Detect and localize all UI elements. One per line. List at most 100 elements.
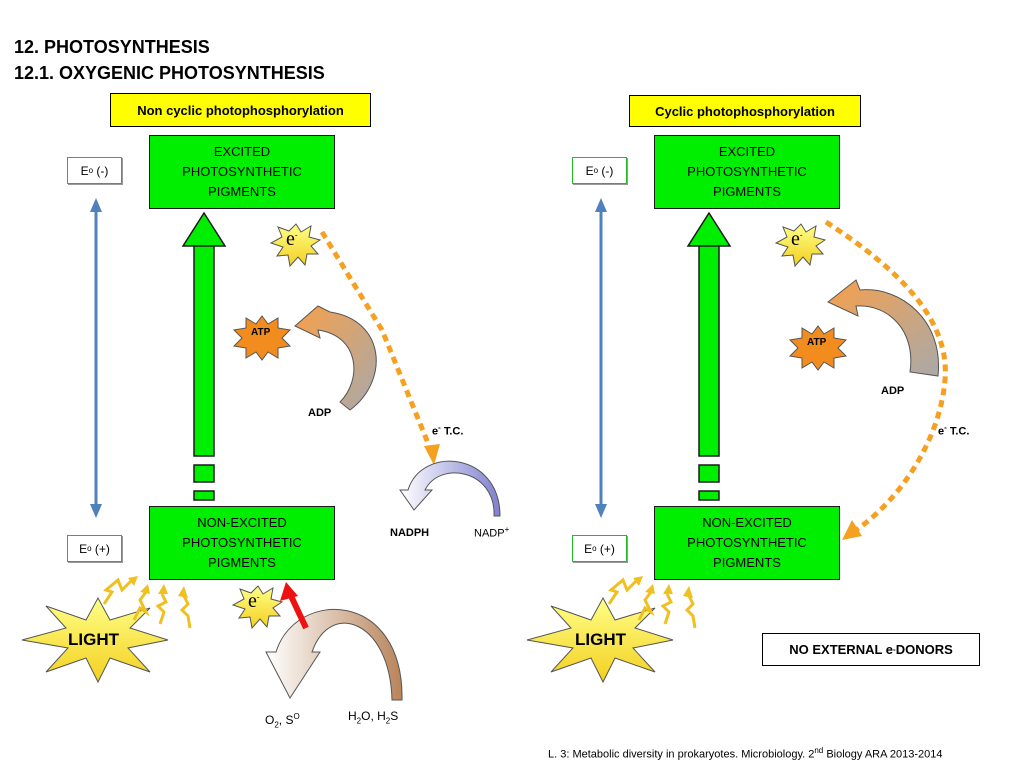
electron-label-bottom-left: e- bbox=[248, 590, 260, 613]
eo-prefix: E bbox=[584, 541, 593, 556]
water-split-arrow-left bbox=[265, 608, 403, 701]
noncyclic-header: Non cyclic photophosphorylation bbox=[110, 93, 371, 127]
no-donors-sup: - bbox=[893, 645, 896, 654]
atp-star-right bbox=[788, 325, 848, 371]
atp-label-right: ATP bbox=[807, 337, 827, 348]
adp-label-left: ADP bbox=[308, 407, 332, 419]
red-electron-arrow-left bbox=[280, 582, 309, 630]
electron-letter: e bbox=[248, 590, 257, 612]
excited-pigments-box-right: EXCITED PHOTOSYNTHETIC PIGMENTS bbox=[654, 135, 840, 209]
oxygen-sulfur-label: O2, SO bbox=[265, 712, 300, 729]
light-star-left bbox=[21, 596, 169, 684]
excited-pigments-box-left: EXCITED PHOTOSYNTHETIC PIGMENTS bbox=[149, 135, 335, 209]
eo-sup: o bbox=[87, 544, 92, 553]
electron-sup: - bbox=[799, 230, 803, 240]
etc-suffix: T.C. bbox=[440, 425, 464, 438]
etc-suffix: T.C. bbox=[946, 425, 970, 438]
etc-sup: - bbox=[438, 423, 441, 432]
nadph-label: NADPH bbox=[390, 527, 430, 539]
atp-label-left: ATP bbox=[251, 327, 271, 338]
adp-atp-arrow-left bbox=[294, 305, 377, 411]
footer-a: L. 3: Metabolic diversity in prokaryotes… bbox=[548, 748, 815, 761]
etc-prefix: e bbox=[432, 425, 439, 438]
eo-sup: o bbox=[593, 166, 599, 175]
light-label-left: LIGHT bbox=[68, 630, 119, 649]
nadp-sup: + bbox=[504, 525, 510, 534]
title-line-1: 12. PHOTOSYNTHESIS bbox=[14, 37, 210, 57]
h2o-sub2: 2 bbox=[385, 716, 391, 726]
electron-star-top-left bbox=[269, 223, 322, 268]
etc-prefix: e bbox=[938, 425, 945, 438]
nonexcited-line-2: PHOTOSYNTHETIC bbox=[687, 535, 807, 550]
footer-citation: L. 3: Metabolic diversity in prokaryotes… bbox=[548, 746, 943, 761]
electron-letter: e bbox=[286, 228, 295, 250]
footer-b: Biology ARA 2013-2014 bbox=[823, 748, 943, 761]
nonexcited-pigments-box-right: NON-EXCITED PHOTOSYNTHETIC PIGMENTS bbox=[654, 506, 840, 580]
excited-line-2: PHOTOSYNTHETIC bbox=[687, 164, 807, 179]
energy-scale-arrow-left bbox=[90, 198, 102, 518]
o2-sub: 2 bbox=[274, 720, 279, 730]
h2o-a: H bbox=[348, 709, 357, 723]
light-rays-right bbox=[607, 576, 697, 629]
eo-plus: (+) bbox=[599, 541, 615, 556]
excited-line-1: EXCITED bbox=[213, 144, 271, 159]
nonexcited-line-1: NON-EXCITED bbox=[197, 515, 287, 530]
excited-line-2: PHOTOSYNTHETIC bbox=[182, 164, 302, 179]
no-donors-a: NO EXTERNAL e bbox=[789, 642, 894, 657]
nonexcited-line-3: PIGMENTS bbox=[713, 555, 781, 570]
excited-line-1: EXCITED bbox=[718, 144, 776, 159]
cyclic-header: Cyclic photophosphorylation bbox=[629, 95, 861, 127]
energy-scale-arrow-right bbox=[595, 198, 607, 518]
atp-star-left bbox=[232, 315, 292, 361]
eo-minus: (-) bbox=[601, 163, 614, 178]
no-donors-b: DONORS bbox=[895, 642, 953, 657]
electron-path-left bbox=[319, 230, 440, 465]
adp-atp-arrow-right bbox=[827, 279, 940, 377]
eo-sup: o bbox=[88, 166, 94, 175]
electron-path-right bbox=[824, 219, 948, 540]
light-star-right bbox=[526, 596, 674, 684]
adp-label-right: ADP bbox=[881, 385, 905, 397]
title-line-2: 12.1. OXYGENIC PHOTOSYNTHESIS bbox=[14, 63, 325, 83]
excitation-arrow-left bbox=[181, 211, 227, 501]
footer-sup: nd bbox=[814, 746, 824, 755]
nonexcited-line-3: PIGMENTS bbox=[208, 555, 276, 570]
electron-sup: - bbox=[294, 230, 298, 240]
eo-minus: (-) bbox=[96, 163, 109, 178]
nadp-arrow-left bbox=[399, 460, 501, 517]
eo-plus: (+) bbox=[94, 541, 110, 556]
eo-prefix: E bbox=[585, 163, 594, 178]
eo-prefix: E bbox=[79, 541, 88, 556]
etc-sup: - bbox=[944, 423, 947, 432]
nonexcited-line-2: PHOTOSYNTHETIC bbox=[182, 535, 302, 550]
excited-line-3: PIGMENTS bbox=[208, 184, 276, 199]
excited-line-3: PIGMENTS bbox=[713, 184, 781, 199]
light-rays-left bbox=[102, 576, 192, 629]
water-h2s-label: H2O, H2S bbox=[348, 709, 398, 725]
h2o-b: O, H bbox=[361, 709, 386, 723]
electron-letter: e bbox=[791, 228, 800, 250]
electron-star-top-right bbox=[774, 223, 827, 268]
eo-sup: o bbox=[592, 544, 597, 553]
nonexcited-line-1: NON-EXCITED bbox=[702, 515, 792, 530]
h2o-sub1: 2 bbox=[356, 716, 362, 726]
nadp-label: NADP+ bbox=[474, 525, 509, 540]
o2-b: , S bbox=[278, 713, 294, 727]
o2-a: O bbox=[265, 713, 275, 727]
nonexcited-pigments-box-left: NON-EXCITED PHOTOSYNTHETIC PIGMENTS bbox=[149, 506, 335, 580]
h2o-c: S bbox=[390, 709, 399, 723]
no-external-donors-box: NO EXTERNAL e- DONORS bbox=[762, 633, 980, 666]
o2-sup: O bbox=[293, 712, 300, 721]
electron-sup: - bbox=[256, 592, 260, 602]
nadp-base: NADP bbox=[474, 527, 505, 540]
excitation-arrow-right bbox=[686, 211, 732, 501]
light-label-right: LIGHT bbox=[575, 630, 626, 649]
etc-label-right: e- T.C. bbox=[938, 423, 969, 438]
electron-star-bottom-left bbox=[231, 585, 284, 630]
etc-label-left: e- T.C. bbox=[432, 423, 463, 438]
